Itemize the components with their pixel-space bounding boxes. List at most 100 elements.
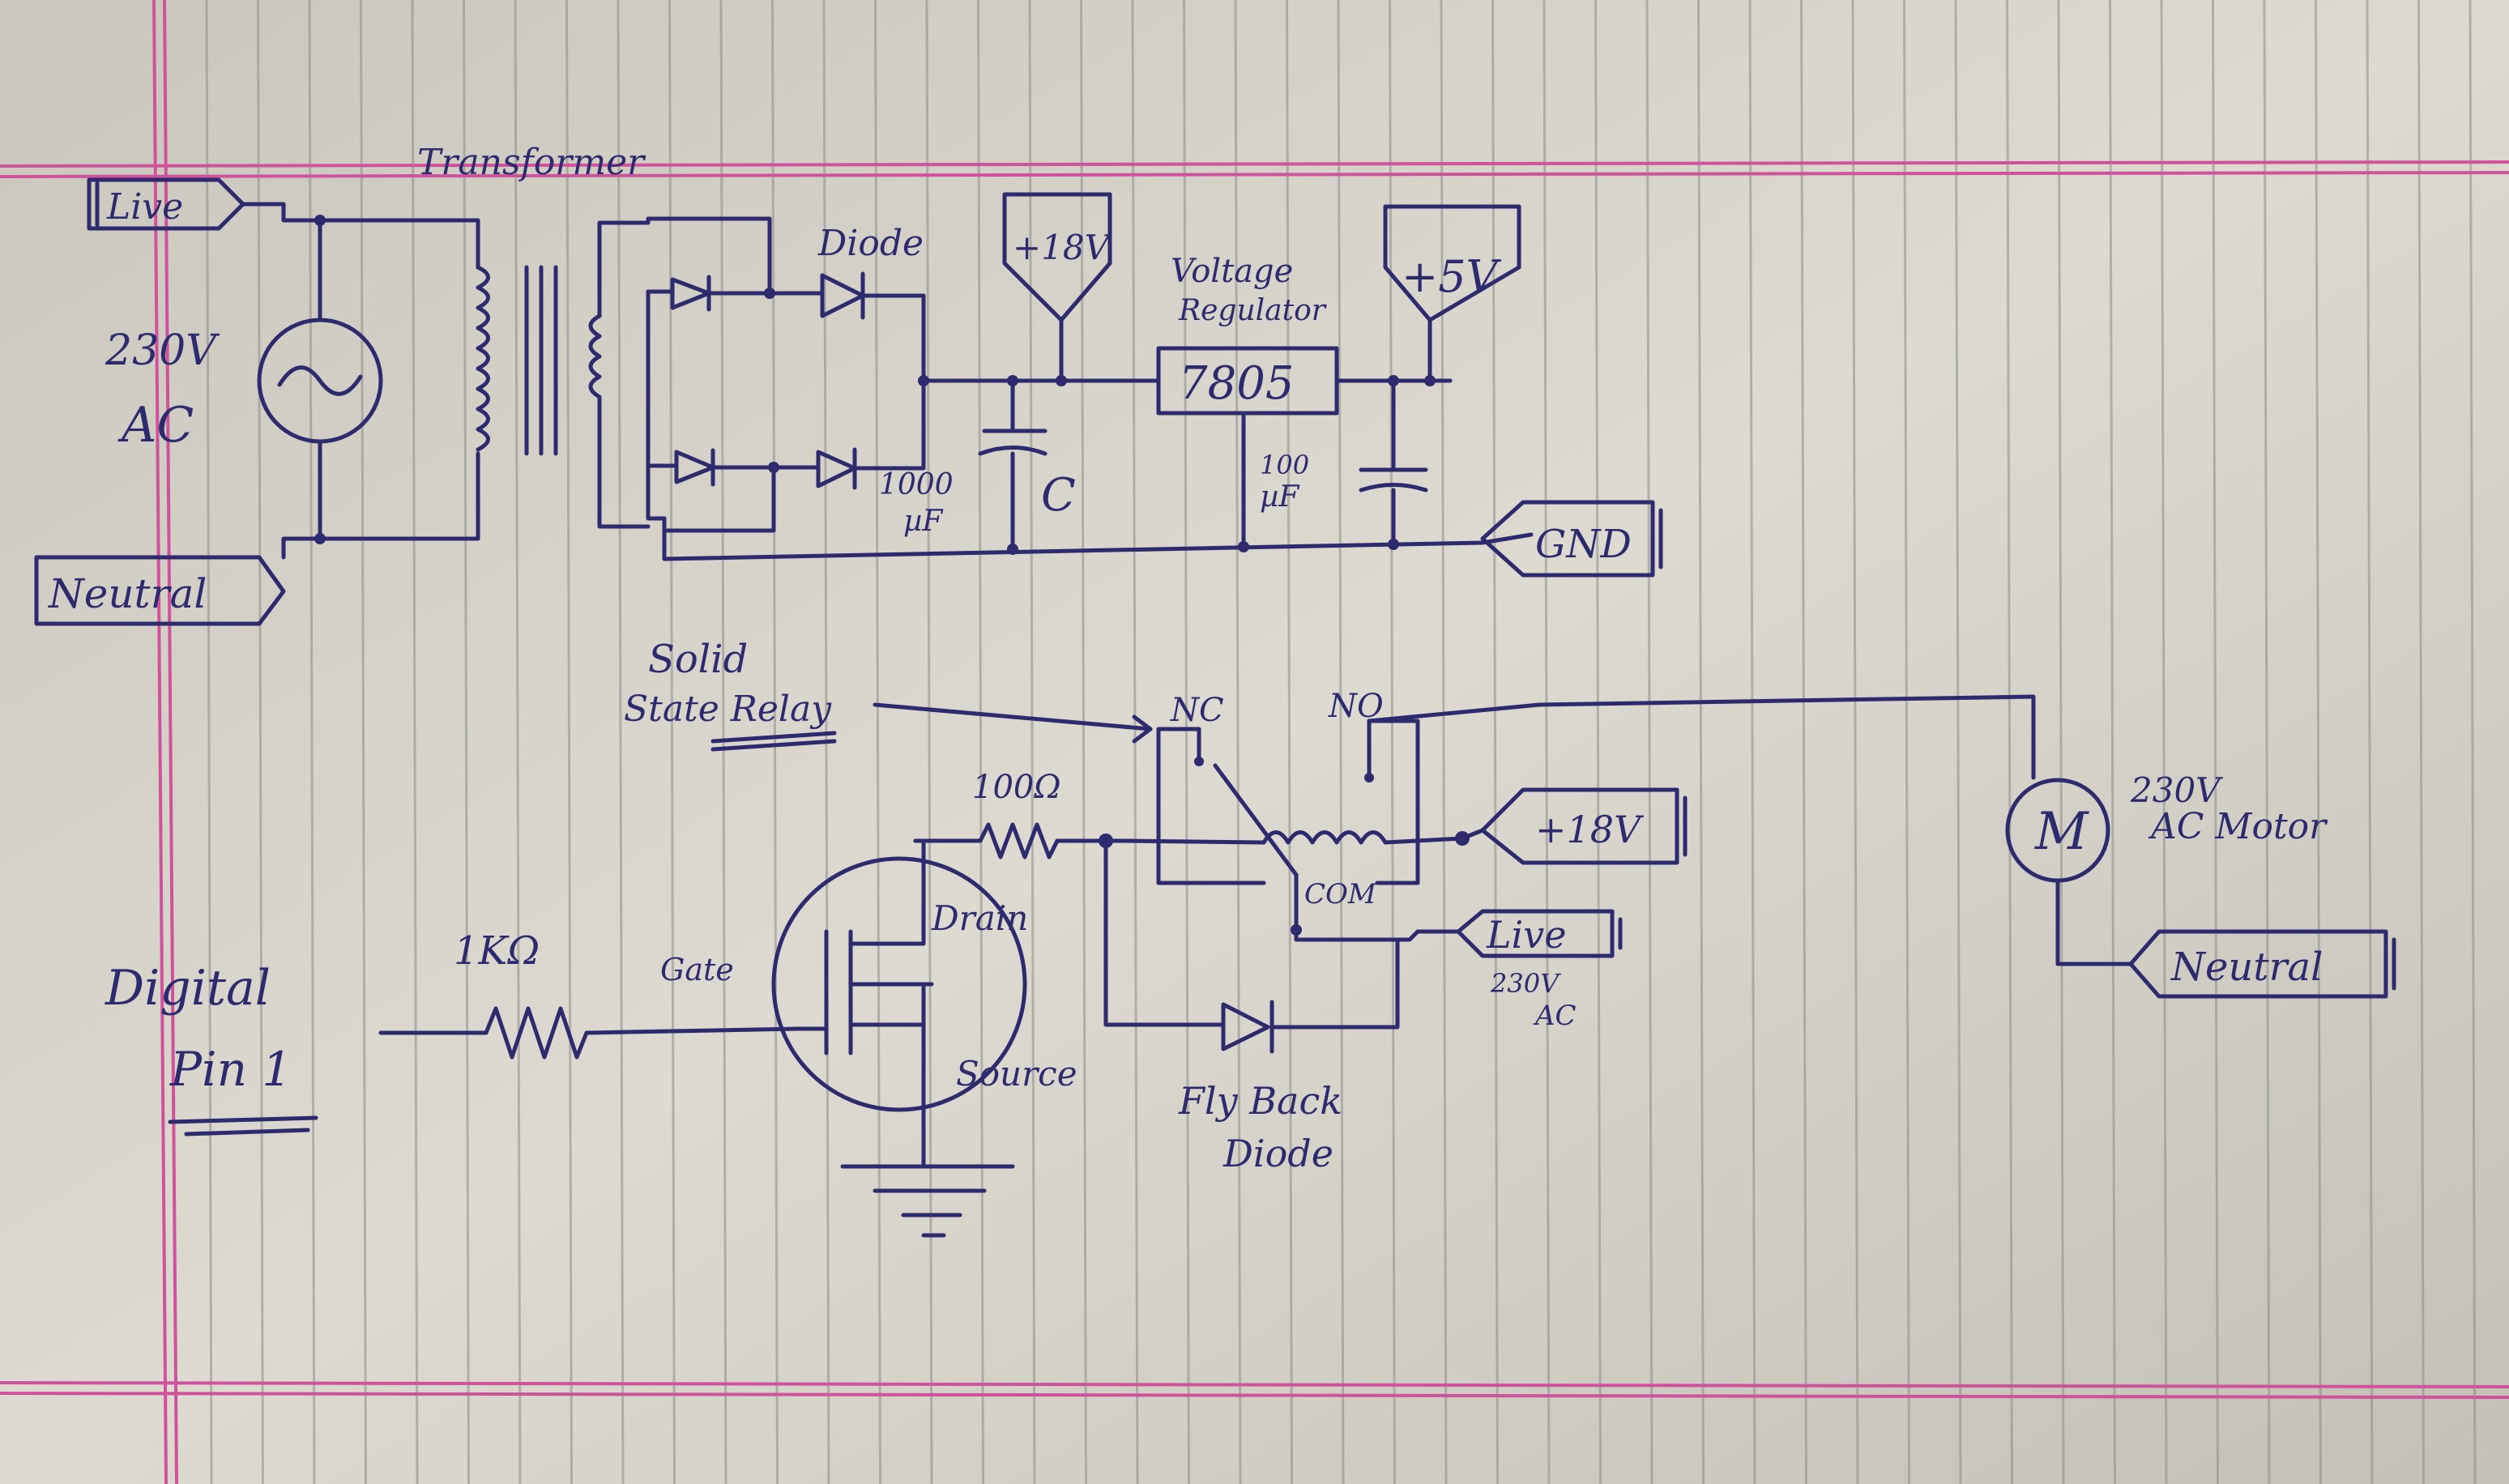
rule-line: [1234, 0, 1242, 1484]
rule-line: [1645, 0, 1653, 1484]
regulator-part-label: 7805: [1179, 357, 1295, 410]
live-relay-label: Live: [1486, 913, 1566, 957]
gnd-label: GND: [1535, 522, 1632, 567]
com-label: COM: [1304, 878, 1377, 910]
relay-ac-label: AC: [1533, 1000, 1577, 1032]
rule-line: [1440, 0, 1448, 1484]
rule-line: [205, 0, 213, 1484]
regulator-title-2: Regulator: [1178, 294, 1327, 327]
rule-line: [514, 0, 522, 1484]
rule-line: [1286, 0, 1293, 1484]
junction-dots: [314, 215, 1470, 936]
regulator-title-1: Voltage: [1171, 253, 1293, 290]
rule-line: [977, 0, 984, 1484]
r100-label: 100Ω: [972, 769, 1061, 806]
rule-line: [2109, 0, 2116, 1484]
rule-line: [617, 0, 625, 1484]
r1k-label: 1KΩ: [454, 928, 540, 974]
cap-1000-label: 1000: [879, 468, 954, 501]
rule-line: [2057, 0, 2065, 1484]
live-tag-top: [87, 177, 245, 231]
circuit-ink: [34, 177, 2396, 1238]
plus5-tag: [1383, 204, 1521, 322]
rule-line: [257, 0, 264, 1484]
neutral-motor-label: Neutral: [2170, 945, 2323, 990]
rule-line: [411, 0, 419, 1484]
motor-label-1: 230V: [2130, 770, 2223, 810]
rule-line: [2315, 0, 2322, 1484]
rule-line: [1903, 0, 1910, 1484]
relay-com-arm: [1213, 763, 1299, 877]
transformer-label: Transformer: [417, 142, 646, 183]
resistor-1k: [484, 1006, 589, 1060]
ssr-label-1: Solid: [648, 637, 748, 682]
transformer-primary-coil: [476, 265, 490, 452]
neutral-tag-top: [34, 555, 286, 626]
flyback-label-1: Fly Back: [1178, 1079, 1342, 1123]
ac-unit-label: AC: [117, 397, 194, 454]
resistor-100ohm: [978, 822, 1060, 859]
rule-line: [2263, 0, 2271, 1484]
motor-symbol-label: M: [2034, 802, 2089, 862]
rule-line: [2212, 0, 2219, 1484]
rule-line: [771, 0, 779, 1484]
rule-line: [1183, 0, 1190, 1484]
neutral-top-label: Neutral: [48, 570, 207, 617]
rule-line: [1954, 0, 1962, 1484]
cap-c-label: C: [1041, 469, 1076, 522]
ac-voltage-label: 230V: [105, 326, 220, 375]
plus5-label: +5V: [1402, 251, 1502, 302]
rule-line: [2468, 0, 2477, 1484]
mosfet-symbol: [771, 856, 1027, 1112]
rule-line: [463, 0, 470, 1484]
rule-line: [2417, 0, 2425, 1484]
relay-box: [1156, 719, 1420, 885]
rule-line: [1851, 0, 1859, 1484]
flyback-label-2: Diode: [1222, 1132, 1333, 1175]
rule-line: [1389, 0, 1396, 1484]
relay-coil: [1261, 830, 1388, 845]
rule-line: [1800, 0, 1807, 1484]
motor-label-2: AC Motor: [2148, 806, 2328, 847]
plus18-relay-label: +18V: [1535, 808, 1645, 851]
transformer-secondary-coil: [588, 313, 602, 399]
plus18-top-label: +18V: [1013, 228, 1112, 267]
rule-line: [1697, 0, 1705, 1484]
rule-line: [668, 0, 676, 1484]
digital-label-1: Digital: [105, 960, 271, 1017]
cap-1000-unit: µF: [903, 505, 944, 538]
rule-line: [1028, 0, 1036, 1484]
ground-symbol: [840, 1164, 1015, 1238]
digital-label-2: Pin 1: [169, 1042, 292, 1097]
nc-label: NC: [1170, 692, 1224, 729]
drain-label: Drain: [931, 898, 1028, 938]
ssr-label-2: State Relay: [624, 689, 832, 730]
rule-line: [2006, 0, 2013, 1484]
rule-line: [874, 0, 881, 1484]
rule-line: [1337, 0, 1345, 1484]
cap-100-label: 100: [1260, 450, 1309, 480]
rule-line: [2366, 0, 2374, 1484]
rule-line: [2160, 0, 2168, 1484]
labels: Live Neutral 230V AC Transformer Diode +…: [48, 142, 2328, 1175]
cap-100-unit: µF: [1260, 480, 1300, 514]
rule-line: [360, 0, 367, 1484]
rule-line: [1748, 0, 1756, 1484]
cap-100uf-symbol: [1359, 467, 1428, 493]
rule-line: [1594, 0, 1602, 1484]
rule-line: [308, 0, 316, 1484]
rule-line: [565, 0, 573, 1484]
gate-label: Gate: [660, 952, 734, 987]
diode-label: Diode: [817, 223, 924, 264]
live-top-label: Live: [106, 186, 183, 228]
rule-line: [1491, 0, 1499, 1484]
relay-voltage-label: 230V: [1490, 968, 1561, 999]
plus18-tag-top: [1002, 192, 1112, 322]
no-label: NO: [1328, 688, 1384, 725]
rule-line: [1080, 0, 1087, 1484]
cap-1000uf-symbol: [978, 429, 1048, 456]
rule-line: [1543, 0, 1551, 1484]
